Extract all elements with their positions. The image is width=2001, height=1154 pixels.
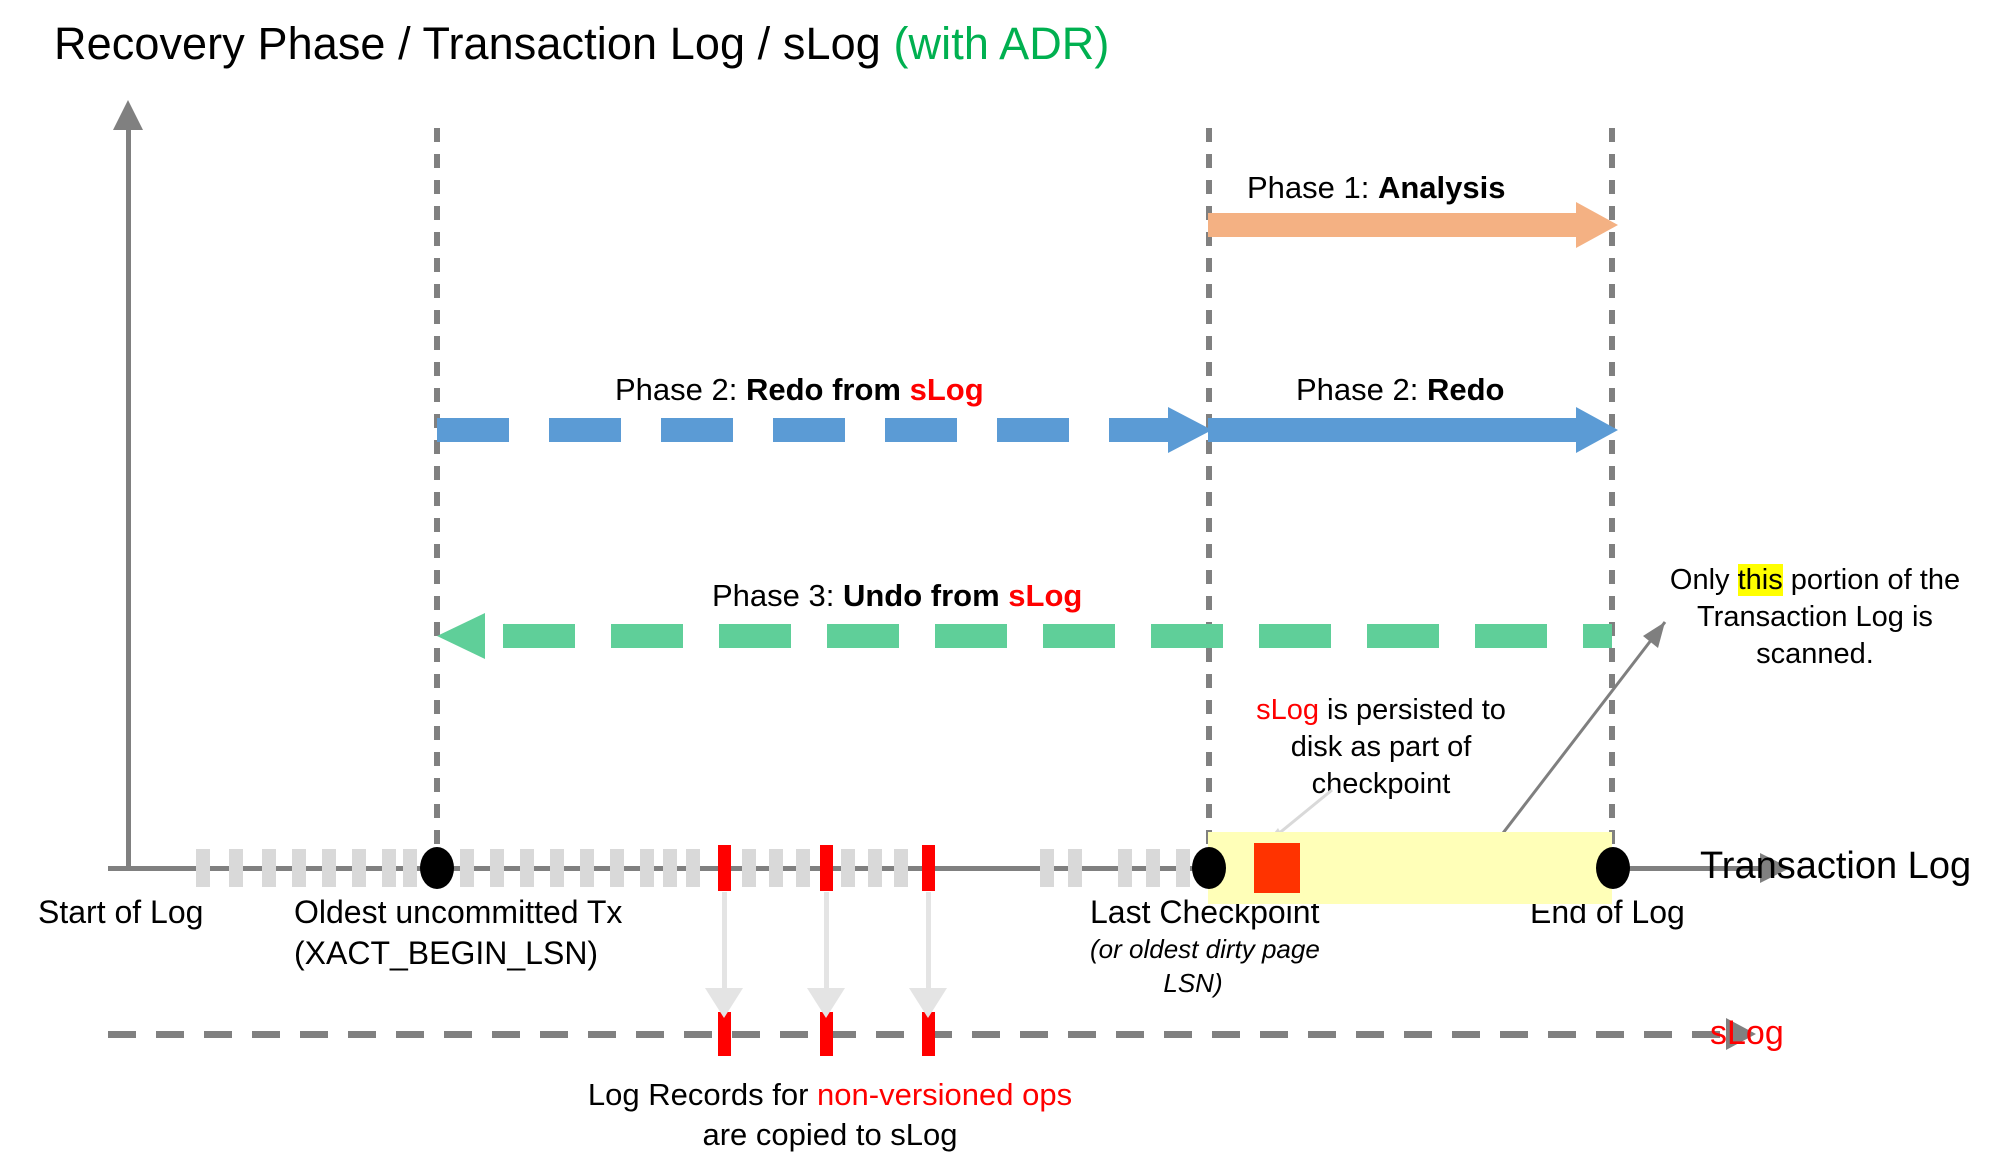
log-record-tick [742,849,756,887]
slog-axis [108,1031,1726,1038]
log-record-tick [868,849,882,887]
non-versioned-log-record-tick [922,845,935,891]
leader-scanned-portion [1488,621,1667,851]
log-record-tick [796,849,810,887]
log-record-tick [292,849,306,887]
slog-record-tick [922,1012,935,1056]
log-record-tick [640,849,654,887]
log-record-tick [520,849,534,887]
slog-checkpoint-block [1254,843,1300,893]
guide-oldest-tx [434,128,440,868]
guide-last-checkpoint [1206,128,1212,868]
log-record-tick [262,849,276,887]
log-record-tick [322,849,336,887]
log-record-tick [382,849,396,887]
label-slog: sLog [1710,1014,1784,1052]
phase1-analysis-arrow [1208,202,1618,248]
page-title: Recovery Phase / Transaction Log / sLog … [54,18,1110,70]
transaction-log-arrowhead-icon [1760,853,1790,883]
slog-record-tick [820,1012,833,1056]
phase2-redo-from-slog-arrow [437,407,1212,453]
phase1-label: Phase 1: Analysis [1247,170,1506,205]
log-record-tick [1146,849,1160,887]
log-record-tick [841,849,855,887]
title-main: Recovery Phase / Transaction Log / sLog [54,18,894,69]
log-record-tick [460,849,474,887]
log-record-tick [580,849,594,887]
copy-to-slog-shaft [926,892,931,992]
phase2-redo-label: Phase 2: Redo [1296,372,1505,407]
log-record-tick [663,849,677,887]
log-record-tick [352,849,366,887]
copy-to-slog-shaft [824,892,829,992]
phase3-label: Phase 3: Undo from sLog [712,578,1083,613]
non-versioned-log-record-tick [718,845,731,891]
label-checkpoint-sub1: (or oldest dirty page [1090,934,1320,964]
log-record-tick [196,849,210,887]
log-record-tick [229,849,243,887]
slog-record-tick [718,1012,731,1056]
log-record-tick [1176,849,1190,887]
log-record-tick [403,849,417,887]
guide-end-of-log [1609,128,1615,868]
copy-to-slog-arrowhead-icon [807,988,845,1018]
phase2-redo-arrow [1208,407,1618,453]
label-oldest-tx-line1: Oldest uncommitted Tx [294,894,623,930]
copy-to-slog-shaft [722,892,727,992]
log-record-tick [610,849,624,887]
slog-arrowhead-icon [1726,1018,1756,1050]
label-transaction-log: Transaction Log [1700,845,1972,887]
marker-last-checkpoint [1192,847,1226,889]
log-record-tick [686,849,700,887]
marker-oldest-uncommitted-tx [420,847,454,889]
phase2-slog-label: Phase 2: Redo from sLog [615,372,984,407]
title-adr: (with ADR) [893,18,1110,69]
phase3-undo-from-slog-arrow [437,613,1612,659]
highlight-this: this [1737,564,1783,596]
copy-to-slog-arrowhead-icon [909,988,947,1018]
transaction-log-axis [108,866,1768,871]
log-record-tick [490,849,504,887]
log-record-tick [1068,849,1082,887]
note-scanned-portion: Only this portion of the Transaction Log… [1669,564,1961,671]
label-oldest-tx-line2: (XACT_BEGIN_LSN) [294,935,599,971]
log-record-tick [894,849,908,887]
copy-to-slog-arrowhead-icon [705,988,743,1018]
marker-end-of-log [1596,847,1630,889]
note-copied-to-slog: Log Records for non-versioned ops are co… [587,1077,1073,1152]
non-versioned-log-record-tick [820,845,833,891]
vertical-axis [126,128,131,868]
label-start-of-log: Start of Log [38,894,204,930]
note-slog-persisted: sLog is persisted to disk as part of che… [1256,694,1506,801]
log-record-tick [1118,849,1132,887]
log-record-tick [1040,849,1054,887]
log-record-tick [769,849,783,887]
log-record-tick [550,849,564,887]
vertical-axis-arrowhead-icon [113,100,143,130]
label-checkpoint-sub2: LSN) [1163,968,1223,998]
